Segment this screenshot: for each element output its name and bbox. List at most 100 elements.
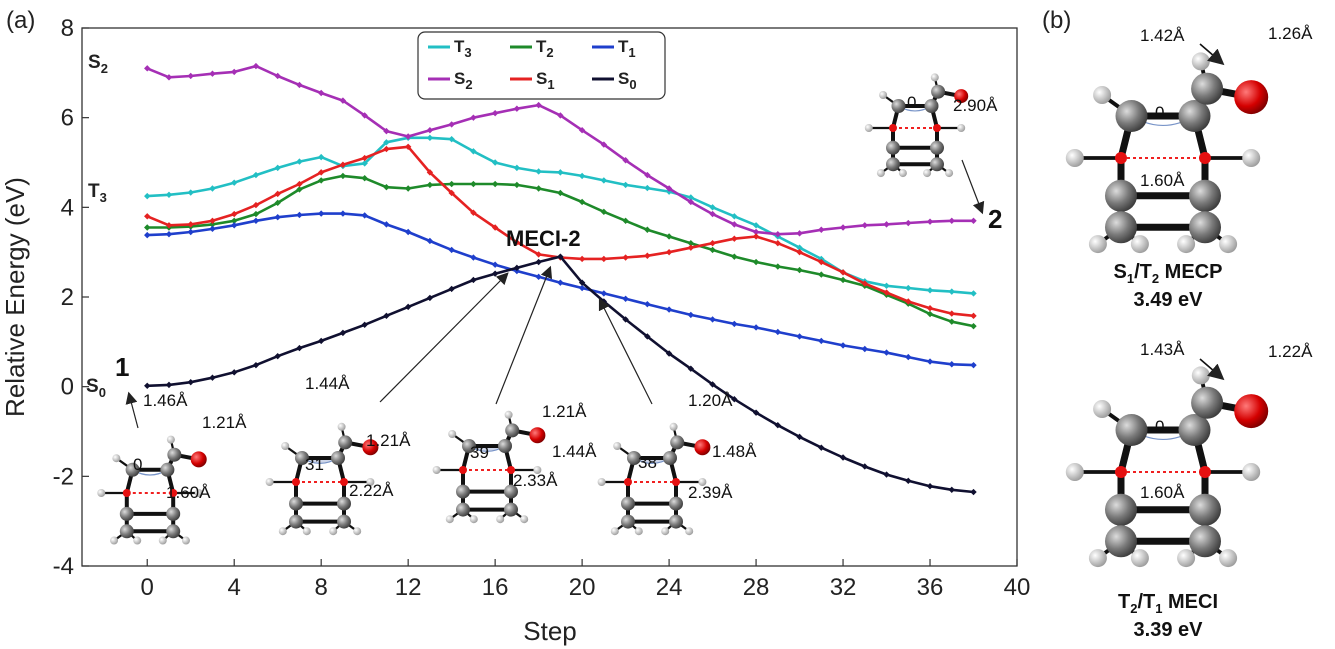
point-s2-30 [796,230,803,237]
point-t1-20 [578,284,586,292]
point-s1-4 [231,210,238,218]
point-s1-2 [187,221,194,228]
point-s0-16 [491,270,499,277]
point-t3-27 [731,213,738,220]
point-s1-30 [796,248,803,256]
series-s0 [144,253,977,496]
point-s2-17 [513,105,521,112]
panel-b-label: (b) [1042,7,1071,34]
geometry-labels-b1: 1.42Å 1.26Å 0 1.60Å [1140,24,1313,190]
svg-text:2.90Å: 2.90Å [953,96,998,115]
annotation-meci2: MECI-2 [506,226,581,251]
geometry-labels-2: 1.44Å 1.21Å 31 2.22Å [305,374,411,500]
point-t1-14 [448,246,455,254]
svg-text:1.22Å: 1.22Å [1268,342,1313,361]
point-t2-22 [622,217,629,224]
point-t1-2 [187,228,194,236]
svg-text:1.21Å: 1.21Å [202,413,247,432]
point-s2-21 [600,141,608,148]
point-t1-0 [144,231,151,239]
point-t1-29 [774,328,782,336]
point-s1-3 [209,217,216,224]
point-t2-30 [796,266,803,274]
point-t3-25 [687,194,695,201]
point-s0-0 [144,382,151,389]
point-s1-35 [905,298,912,305]
point-s2-10 [361,112,368,119]
point-t1-30 [796,333,803,340]
svg-text:0: 0 [133,455,142,474]
molecule-s1t2-mecp [1065,52,1269,254]
caption-bottom-title: T2/T1 MECI [1118,591,1218,616]
legend-item-t3: T3 [428,37,472,60]
point-s1-21 [600,255,608,263]
molecule-1 [97,435,207,545]
point-s1-22 [622,254,629,261]
point-t3-22 [622,181,629,189]
point-s0-11 [383,312,390,320]
point-s1-23 [644,252,651,259]
svg-text:1.48Å: 1.48Å [712,442,757,461]
point-s2-0 [144,65,151,72]
point-t1-6 [274,213,281,221]
point-s0-1 [165,381,173,389]
point-s2-26 [709,210,716,218]
svg-text:1.21Å: 1.21Å [366,431,411,450]
point-s0-19 [557,253,564,260]
point-s2-8 [317,89,325,97]
svg-text:1.60Å: 1.60Å [1140,483,1185,502]
point-t3-28 [752,222,760,229]
point-s1-38 [970,312,977,320]
svg-text:1.60Å: 1.60Å [166,483,211,502]
series-t2 [144,172,977,330]
series-layer [144,62,977,496]
point-s0-6 [274,352,281,360]
point-s1-15 [470,209,477,216]
point-t3-4 [231,179,238,186]
point-s0-3 [209,374,216,381]
point-s0-31 [818,444,825,451]
legend-label-t3: T3 [454,37,472,60]
legend-label-t2: T2 [536,37,554,60]
point-t2-8 [317,177,325,184]
point-s2-15 [470,114,477,121]
point-t3-8 [317,153,325,161]
point-t2-7 [296,186,303,193]
point-t2-37 [948,318,955,325]
leader-b1 [1199,43,1225,66]
point-s0-14 [448,285,455,293]
point-t3-16 [491,159,499,166]
point-s2-9 [339,97,347,104]
point-s1-31 [818,258,825,266]
point-t3-36 [926,287,934,294]
point-t2-29 [774,263,782,270]
point-s2-33 [861,222,868,229]
x-tick-label-4: 16 [482,574,509,601]
point-t2-13 [426,181,434,189]
svg-text:2.22Å: 2.22Å [349,481,394,500]
point-s0-28 [752,409,760,416]
point-t2-27 [731,253,738,260]
point-t2-19 [557,189,564,197]
geometry-labels-4: 1.20Å 1.48Å 38 2.39Å [638,391,757,502]
point-s0-37 [948,486,955,493]
point-s0-13 [426,294,434,302]
point-s1-0 [144,213,151,220]
caption-top-title: S1/T2 MECP [1114,261,1223,286]
caption-bottom-energy: 3.39 eV [1134,619,1204,641]
state-label-t3: T3 [88,181,107,205]
point-s2-2 [187,72,194,80]
point-t3-26 [709,204,716,211]
point-t1-32 [839,342,847,349]
point-t2-12 [404,185,412,192]
svg-text:1.44Å: 1.44Å [552,442,597,461]
point-t3-15 [470,148,477,155]
y-tick-label-4: 4 [61,194,74,221]
point-s0-4 [231,369,238,376]
point-t1-15 [470,254,477,261]
x-tick-label-7: 28 [743,574,770,601]
point-t2-24 [665,233,673,240]
x-tick-label-9: 36 [917,574,944,601]
point-s2-29 [774,231,782,238]
